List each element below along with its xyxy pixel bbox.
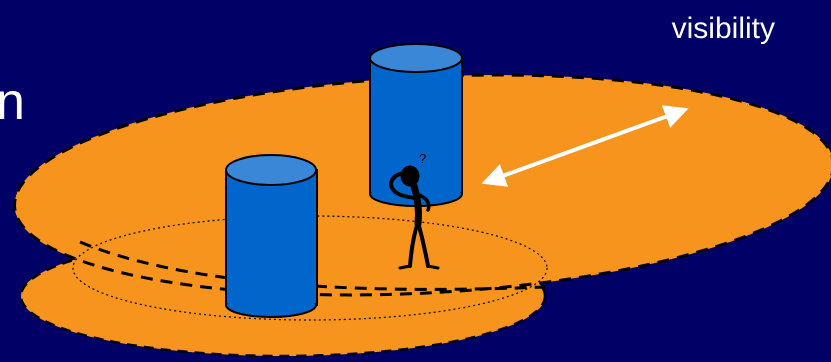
lower-region-outline: [72, 215, 548, 321]
visibility-label: visibility: [671, 12, 775, 45]
question-mark: ?: [419, 151, 426, 166]
front-cylinder: [225, 154, 318, 318]
partial-heading-text: n: [0, 73, 25, 131]
thinking-person-icon: ?: [388, 151, 440, 270]
visibility-arrow: [481, 105, 689, 187]
